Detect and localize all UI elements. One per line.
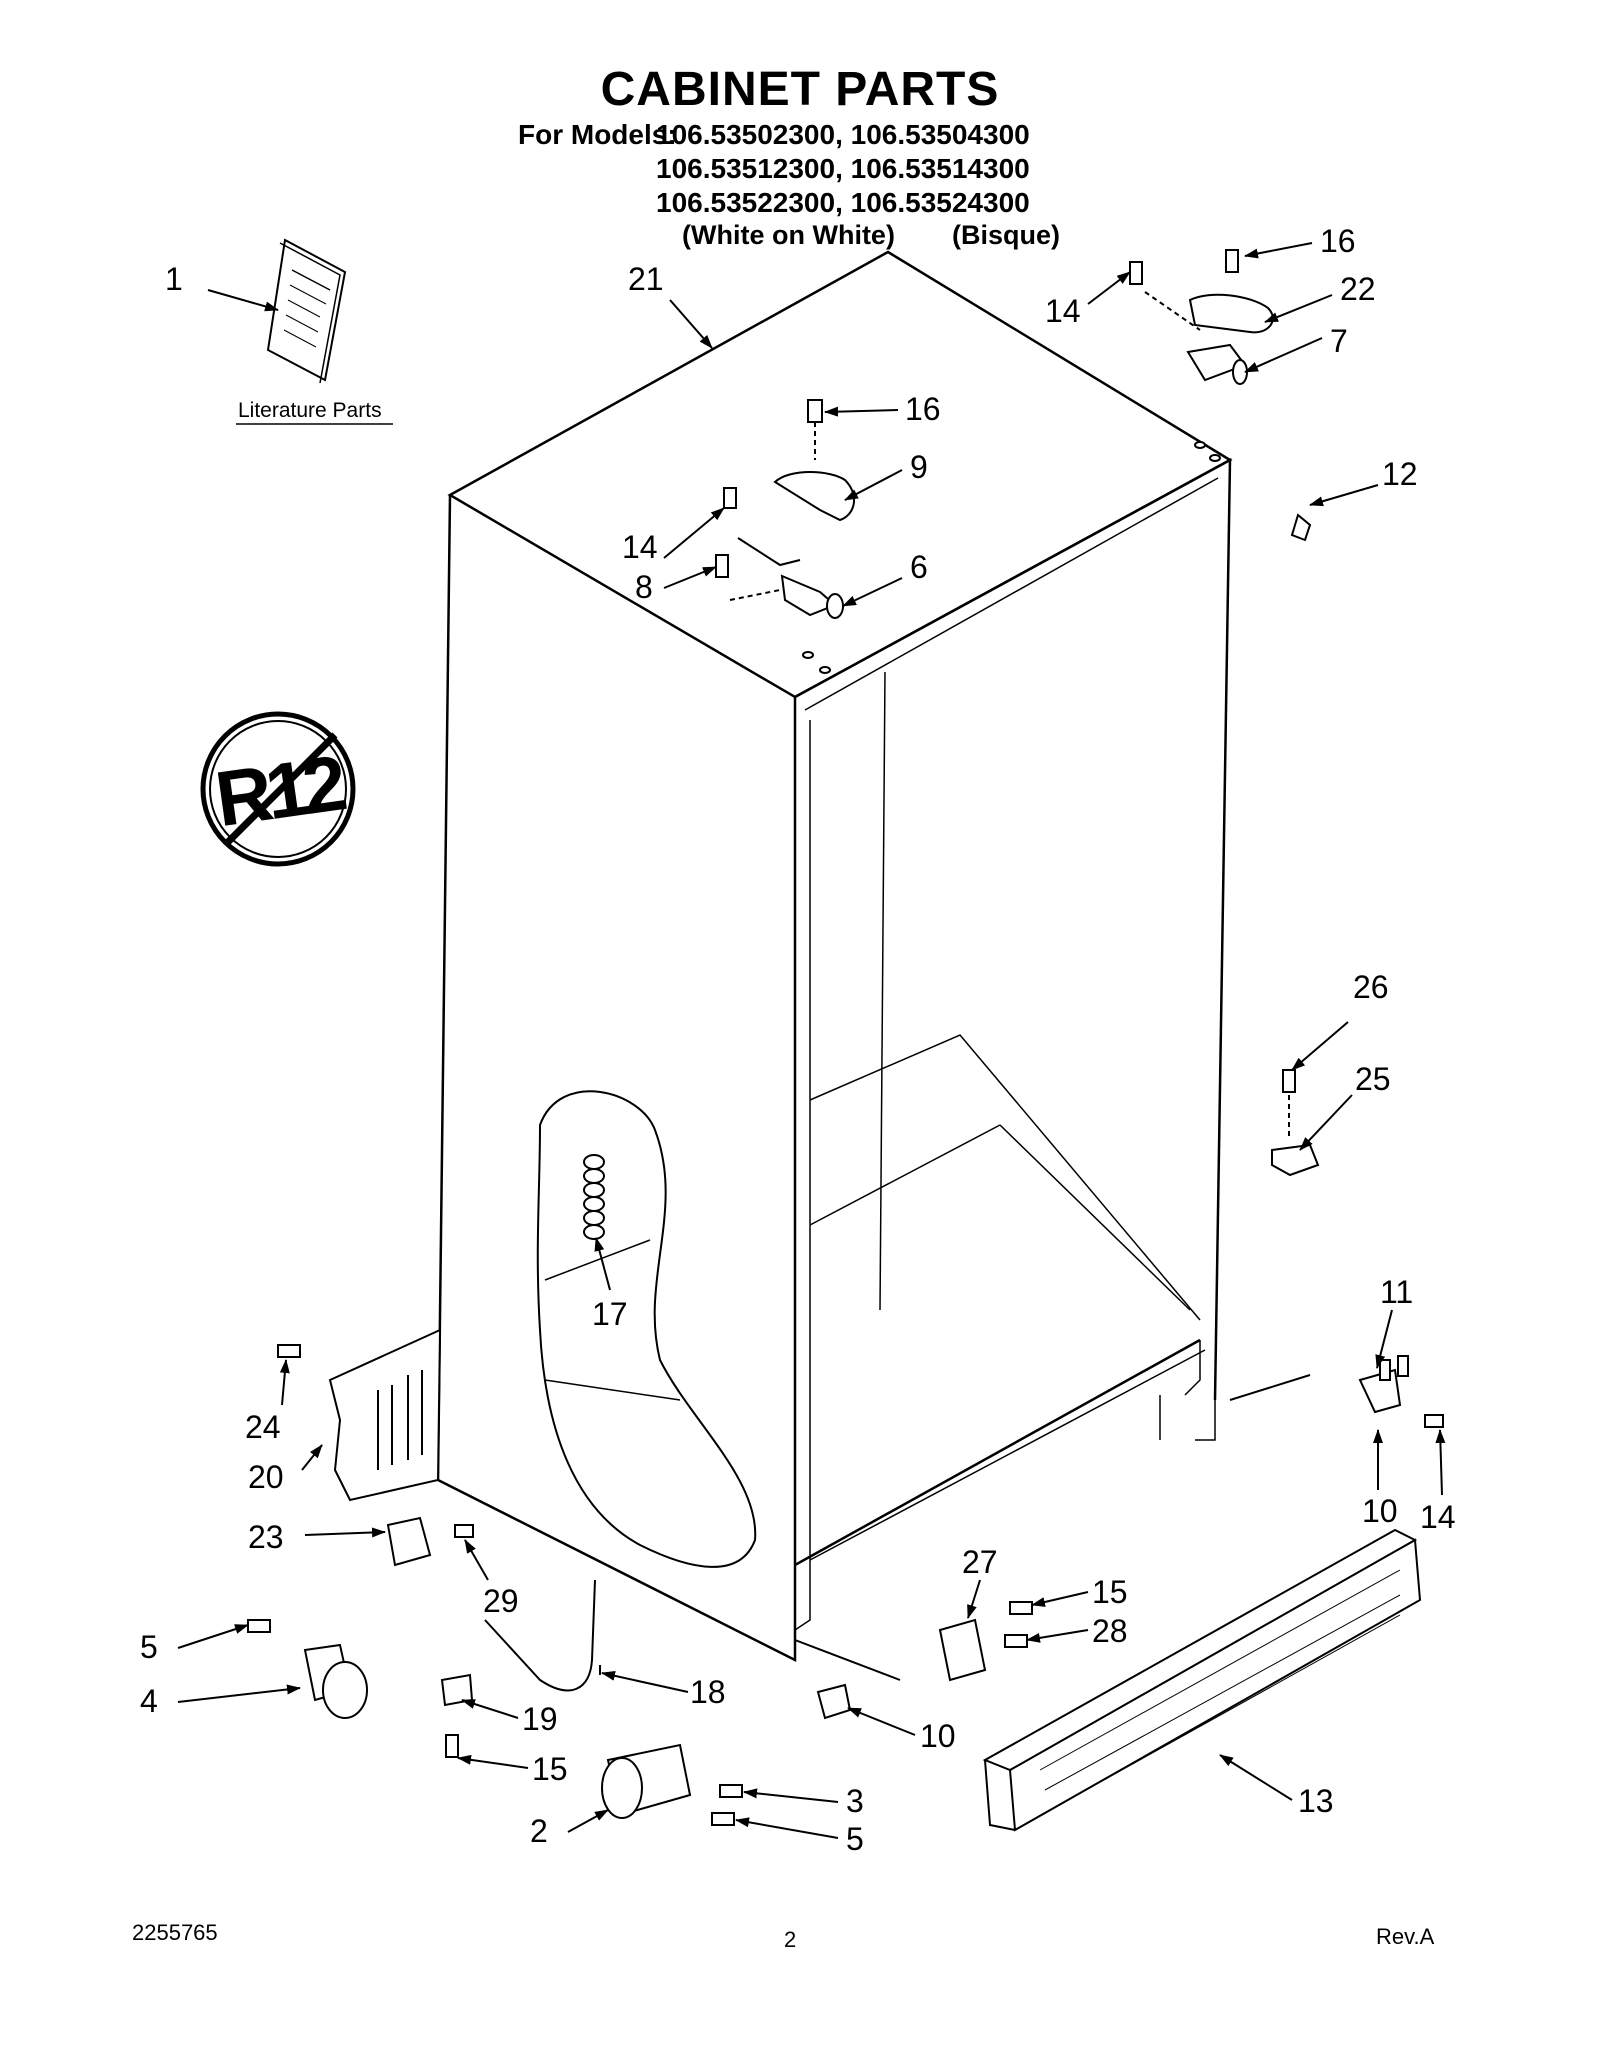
upper-right-hinge-parts [1129, 249, 1312, 542]
variant-white: (White on White) [682, 220, 895, 250]
callout-14-right: 14 [1420, 1499, 1456, 1535]
clip-parts [386, 1516, 474, 1567]
roller-parts [247, 1619, 743, 1826]
door-stop-parts [1271, 1069, 1320, 1177]
callout-16-top: 16 [1320, 223, 1356, 259]
upper-hinge-parts [715, 399, 855, 674]
callout-22: 22 [1340, 271, 1376, 307]
callout-24: 24 [245, 1409, 281, 1445]
callout-14-top: 14 [1045, 293, 1081, 329]
base-grille [982, 1528, 1422, 1832]
side-plate [277, 1328, 442, 1502]
callout-12: 12 [1382, 456, 1418, 492]
revision-label: Rev.A [1376, 1924, 1435, 1949]
page-title: CABINET PARTS [600, 63, 1000, 116]
models-prefix: For Models: [518, 119, 677, 150]
variant-bisque: (Bisque) [952, 220, 1060, 250]
callout-3: 3 [846, 1783, 864, 1819]
callout-18: 18 [690, 1674, 726, 1710]
model-list: For Models:106.53502300, 106.53504300 10… [518, 118, 1030, 220]
callout-5-bottom: 5 [846, 1821, 864, 1857]
literature-booklet [266, 238, 347, 384]
page-number: 2 [784, 1927, 797, 1952]
callout-25: 25 [1355, 1061, 1391, 1097]
callout-23: 23 [248, 1519, 284, 1555]
callout-27: 27 [962, 1544, 998, 1580]
callout-10-bottom: 10 [920, 1718, 956, 1754]
callout-10-right: 10 [1362, 1493, 1398, 1529]
callout-17: 17 [592, 1296, 628, 1332]
callout-7: 7 [1330, 323, 1348, 359]
callout-11: 11 [1380, 1274, 1413, 1310]
callout-arrows [177, 242, 1446, 1839]
callout-4: 4 [140, 1683, 158, 1719]
callout-9: 9 [910, 449, 928, 485]
callout-15-right: 15 [1092, 1574, 1128, 1610]
drain-coil [583, 1154, 605, 1240]
no-r12-symbol: R12 [200, 711, 356, 867]
callout-15-left: 15 [532, 1751, 568, 1787]
right-bracket-parts [1229, 1355, 1444, 1428]
drain-tube-parts [440, 1579, 601, 1758]
callout-21: 21 [628, 261, 664, 297]
callout-6: 6 [910, 549, 928, 585]
callout-2: 2 [530, 1813, 548, 1849]
callout-numbers: 1 21 16 14 22 7 16 9 14 8 6 12 26 25 11 … [140, 223, 1456, 1857]
callout-29: 29 [483, 1583, 519, 1619]
callout-14-mid: 14 [622, 529, 658, 565]
callout-19: 19 [522, 1701, 558, 1737]
callout-8: 8 [635, 569, 653, 605]
callout-26: 26 [1353, 969, 1389, 1005]
cabinet-body [436, 250, 1233, 1663]
cabinet-cutaway [536, 1090, 757, 1568]
callout-16-mid: 16 [905, 391, 941, 427]
model-row-3: 106.53522300, 106.53524300 [656, 187, 1030, 218]
model-row-1: 106.53502300, 106.53504300 [656, 119, 1030, 150]
callout-13: 13 [1298, 1783, 1334, 1819]
model-row-2: 106.53512300, 106.53514300 [656, 153, 1030, 184]
doc-number: 2255765 [132, 1920, 218, 1945]
callout-5-left: 5 [140, 1629, 158, 1665]
callout-28: 28 [1092, 1613, 1128, 1649]
callout-20: 20 [248, 1459, 284, 1495]
literature-label: Literature Parts [238, 399, 382, 422]
center-bracket-parts [794, 1601, 1033, 1720]
callout-1: 1 [165, 261, 183, 297]
